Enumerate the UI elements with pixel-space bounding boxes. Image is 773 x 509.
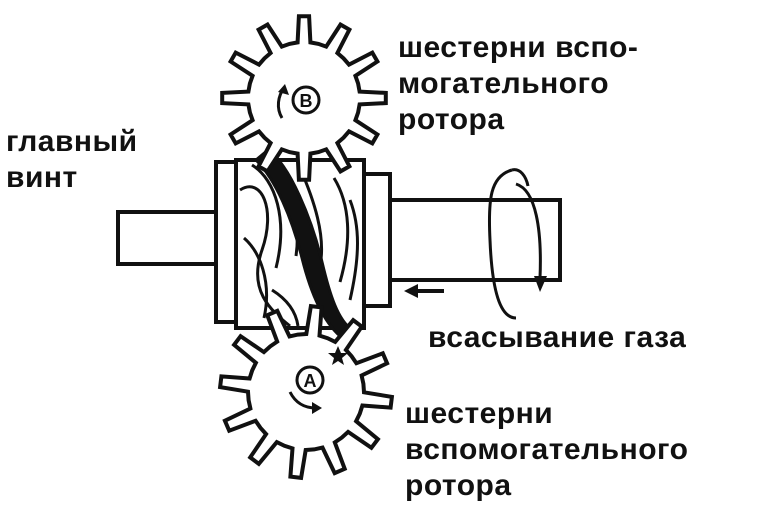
bottom-gear-label-line: шестерни — [405, 397, 554, 430]
main-screw-label-line: главный — [6, 125, 138, 158]
top-gear-label-line: могательного — [398, 67, 610, 100]
bottom-gear: A — [217, 303, 395, 481]
bottom-gear-label-line: ротора — [405, 469, 512, 502]
star-mark — [328, 346, 348, 365]
bottom-gear-label-line: вспомогательного — [405, 433, 689, 466]
right-collar — [362, 172, 392, 308]
top-gear: B — [220, 14, 388, 182]
main-screw-label: главный винт — [6, 124, 138, 196]
gas-intake-arrow — [404, 284, 444, 298]
top-gear-label-line: ротора — [398, 103, 505, 136]
gas-intake-label: всасывание газа — [428, 320, 686, 356]
main-screw-label-line: винт — [6, 161, 78, 194]
marker-a-label: A — [304, 371, 317, 391]
shaft-rotation-arrow — [487, 168, 542, 320]
right-shaft — [386, 198, 562, 282]
marker-b-label: B — [300, 91, 313, 111]
gas-intake-label-text: всасывание газа — [428, 321, 687, 354]
top-gear-label: шестерни вспо- могательного ротора — [398, 30, 638, 138]
top-gear-label-line: шестерни вспо- — [398, 31, 639, 64]
left-shaft — [116, 210, 220, 266]
main-screw-rotor — [234, 148, 366, 338]
bottom-gear-label: шестерни вспомогательного ротора — [405, 396, 688, 504]
